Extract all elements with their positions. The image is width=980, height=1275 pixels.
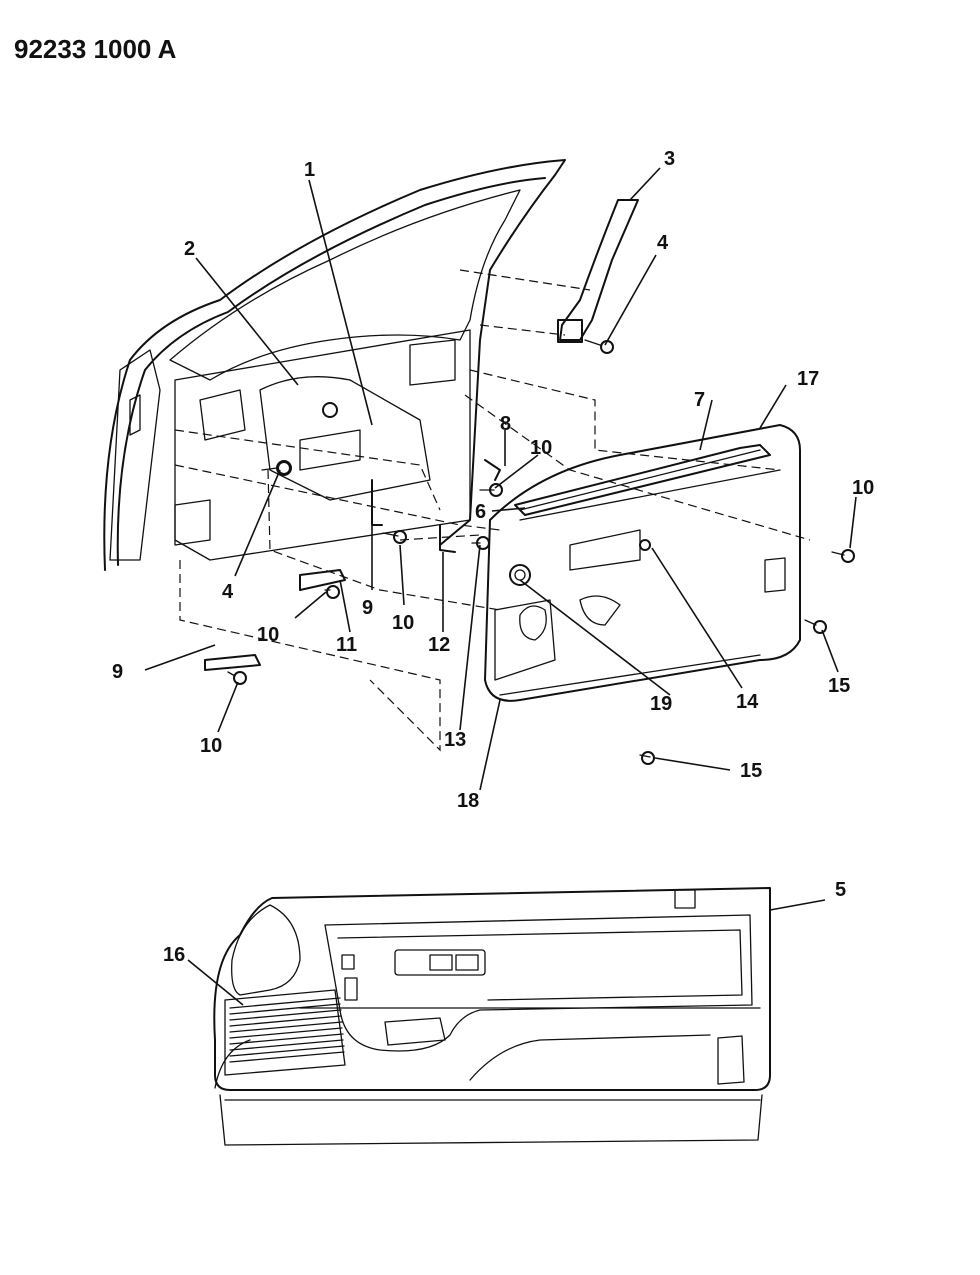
inner-trim-panel xyxy=(484,424,801,702)
callout-16: 16 xyxy=(163,944,185,966)
document-id: 92233 1000 A xyxy=(14,34,177,64)
upper-bracket xyxy=(557,199,639,343)
door-trim-panel xyxy=(213,887,771,1146)
callout-4: 4 xyxy=(657,232,669,254)
door-shell xyxy=(103,159,566,571)
callout-4-left: 4 xyxy=(222,581,234,603)
callout-10-right: 10 xyxy=(852,477,874,499)
callout-1: 1 xyxy=(304,159,315,181)
callout-6: 6 xyxy=(475,501,486,523)
callout-17: 17 xyxy=(797,368,819,390)
callout-10-bottom: 10 xyxy=(200,735,222,757)
callout-7: 7 xyxy=(694,389,705,411)
callout-10-upper: 10 xyxy=(530,437,552,459)
callout-9-center: 9 xyxy=(362,597,373,619)
leader-lines xyxy=(144,167,857,791)
callout-19: 19 xyxy=(650,693,672,715)
callout-18: 18 xyxy=(457,790,479,812)
callout-15-lower: 15 xyxy=(740,760,762,782)
callout-9-left: 9 xyxy=(112,661,123,683)
callout-5: 5 xyxy=(835,879,846,901)
callout-labels: 1 2 3 4 4 5 6 7 8 9 9 10 10 10 10 10 11 … xyxy=(112,148,874,966)
callout-2: 2 xyxy=(184,238,195,260)
callout-3: 3 xyxy=(664,148,675,170)
callout-15-upper: 15 xyxy=(828,675,850,697)
callout-14: 14 xyxy=(736,691,759,713)
callout-13: 13 xyxy=(444,729,466,751)
upper-trim-strip xyxy=(514,444,771,516)
callout-12: 12 xyxy=(428,634,450,656)
speaker-grille xyxy=(229,997,345,1063)
fasteners xyxy=(227,339,855,765)
lower-leader-lines xyxy=(187,899,826,1006)
callout-11: 11 xyxy=(336,634,357,656)
callout-8: 8 xyxy=(500,413,511,435)
alignment-lines xyxy=(174,269,811,752)
callout-10-center: 10 xyxy=(392,612,414,634)
callout-10-left: 10 xyxy=(257,624,279,646)
